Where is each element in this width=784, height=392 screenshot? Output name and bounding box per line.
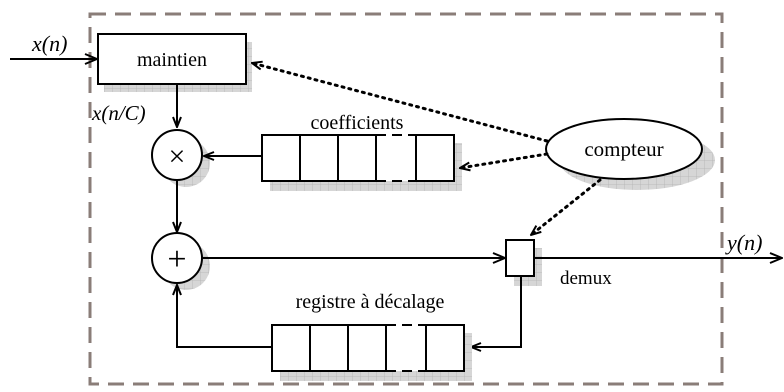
adder-symbol: + [167, 241, 186, 278]
counter-to-hold-dotted-arrow [252, 63, 549, 143]
system-boundary [88, 12, 724, 386]
coefficients-label: coefficients [311, 112, 404, 134]
input-signal-label: x(n) [31, 31, 67, 56]
counter-to-coefficients-dotted-arrow [460, 152, 549, 168]
counter-block: compteur [545, 118, 715, 190]
adder: + [151, 232, 210, 290]
demux-to-register-arrow [471, 276, 522, 347]
shift-register-label: registre à décalage [296, 291, 445, 313]
counter-label: compteur [584, 137, 663, 161]
multiplier: × [151, 129, 210, 187]
hold-block-label: maintien [137, 49, 207, 71]
multiplier-symbol: × [169, 140, 186, 173]
counter-to-demux-dotted-arrow [531, 178, 602, 235]
demux-block [505, 239, 542, 286]
held-signal-label: x(n/C) [91, 101, 146, 125]
coefficients-register [261, 134, 462, 191]
register-to-adder-arrow [177, 285, 272, 348]
shift-register [271, 324, 472, 381]
demux-label: demux [560, 268, 612, 289]
hold-block: maintien [97, 33, 252, 92]
output-signal-label: y(n) [725, 230, 762, 255]
